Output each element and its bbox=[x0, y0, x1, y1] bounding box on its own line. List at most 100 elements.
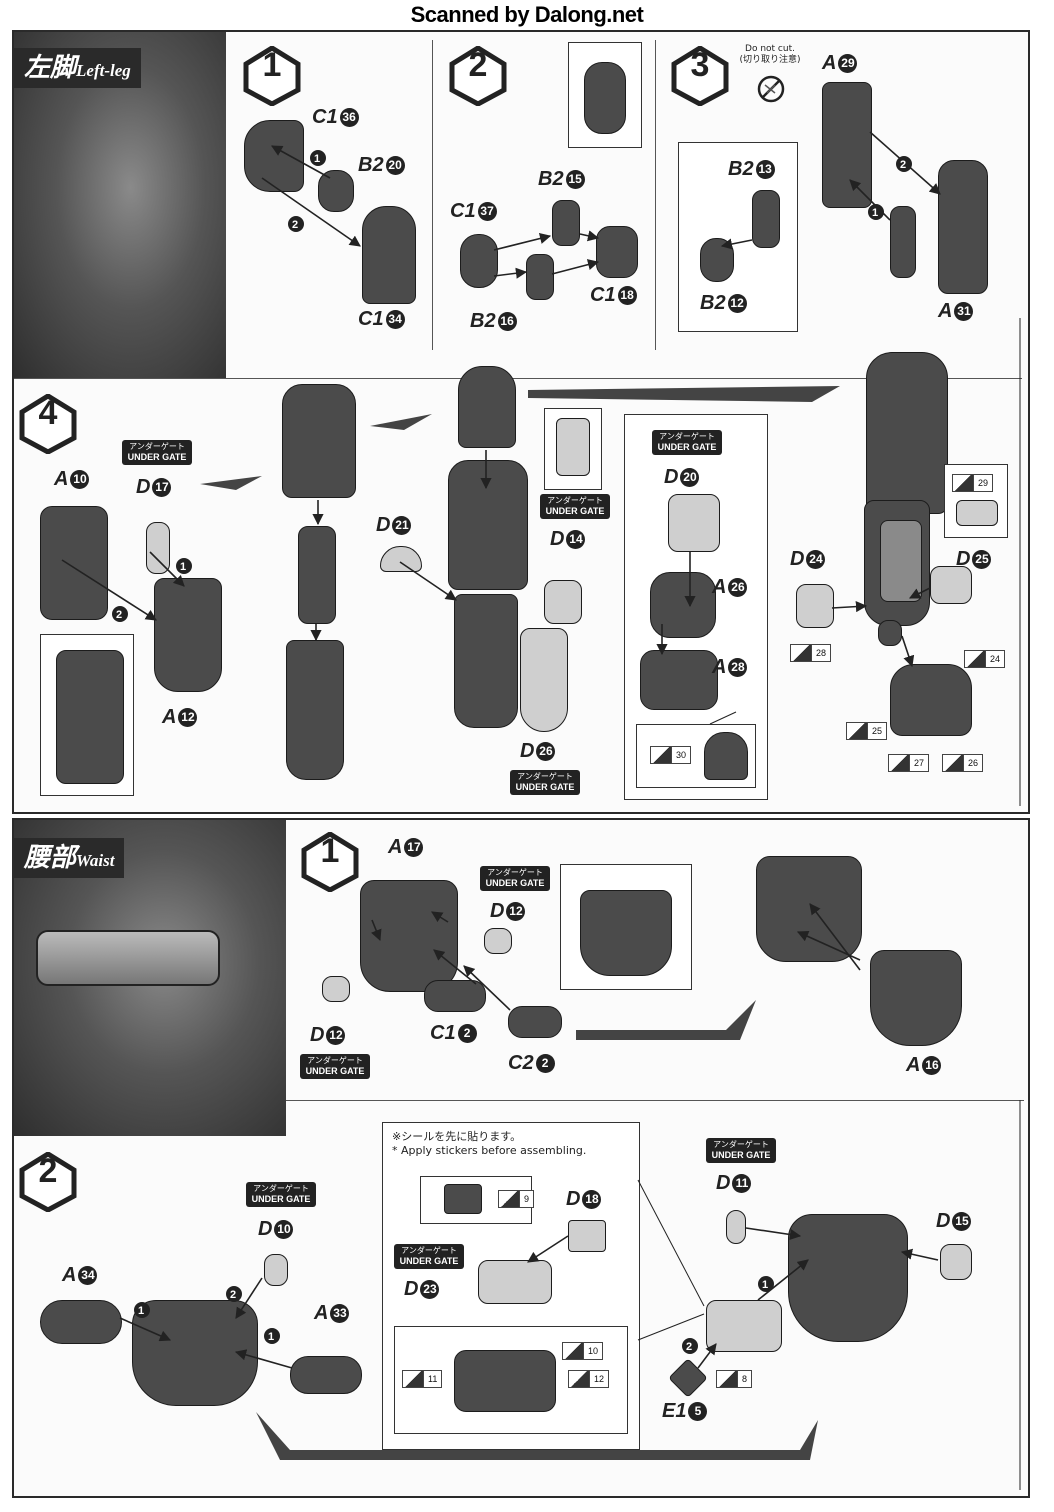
do-not-cut-jp: (切り取り注意) bbox=[739, 55, 801, 65]
part-d-11 bbox=[726, 1210, 746, 1244]
sticker-note: ※シールを先に貼ります。 * Apply stickers before ass… bbox=[392, 1130, 586, 1158]
step-number: 2 bbox=[468, 46, 488, 84]
part-a-10 bbox=[40, 506, 108, 620]
do-not-cut-note: Do not cut. (切り取り注意) bbox=[735, 44, 805, 66]
part-a-31 bbox=[938, 160, 988, 294]
left-leg-photo bbox=[14, 32, 226, 378]
buckle-detail bbox=[454, 1350, 556, 1412]
svg-text:1: 1 bbox=[180, 561, 186, 573]
detail-part bbox=[556, 418, 590, 476]
part-d-14 bbox=[544, 580, 582, 624]
part-d-25 bbox=[930, 566, 972, 604]
part-a-16 bbox=[870, 950, 962, 1046]
step-number: 2 bbox=[38, 1152, 58, 1190]
step-number: 3 bbox=[690, 46, 710, 84]
sticker-icon bbox=[953, 475, 974, 491]
sticker-icon bbox=[403, 1371, 424, 1387]
divider bbox=[286, 1100, 1024, 1101]
svg-text:2: 2 bbox=[292, 219, 298, 231]
waist-step-2-badge: 2 bbox=[18, 1151, 78, 1213]
sticker-tag: 24 bbox=[964, 650, 1006, 668]
part-a-12 bbox=[154, 578, 222, 692]
step-3-badge: 3 bbox=[670, 45, 730, 107]
part-b2-joint bbox=[890, 206, 916, 278]
step-number: 1 bbox=[262, 46, 282, 84]
part-a-33 bbox=[290, 1356, 362, 1394]
part-c1-2 bbox=[424, 980, 486, 1012]
part-d-12 bbox=[484, 928, 512, 954]
shin-assembly bbox=[454, 594, 518, 728]
detail-part bbox=[580, 890, 672, 976]
part-d-24 bbox=[796, 584, 834, 628]
part-b2-16 bbox=[526, 254, 554, 300]
part-d-18 bbox=[568, 1220, 606, 1252]
left-leg-title-jp: 左脚 bbox=[24, 53, 77, 82]
knee-joint bbox=[298, 526, 336, 624]
svg-text:1: 1 bbox=[314, 153, 320, 165]
part-b2-20 bbox=[318, 170, 354, 212]
svg-text:2: 2 bbox=[900, 159, 906, 171]
detail-part bbox=[956, 500, 998, 526]
upper-thigh bbox=[458, 366, 516, 448]
part-a-26 bbox=[650, 572, 716, 638]
part-c1-37 bbox=[460, 234, 498, 288]
part-d-26 bbox=[520, 628, 568, 732]
waist-assembled bbox=[788, 1214, 908, 1342]
part-d-12 bbox=[322, 976, 350, 1002]
sticker-tag: 27 bbox=[888, 754, 930, 772]
svg-text:2: 2 bbox=[116, 609, 122, 621]
part-d-17 bbox=[146, 522, 170, 574]
waist-title-jp: 腰部 bbox=[24, 843, 77, 872]
assembled-foot bbox=[890, 664, 972, 736]
svg-text:2: 2 bbox=[686, 1341, 692, 1353]
part-a-28 bbox=[640, 650, 718, 710]
step-number: 1 bbox=[320, 832, 340, 870]
belt-buckle-photo bbox=[36, 930, 220, 986]
scan-credit: Scanned by Dalong.net bbox=[410, 2, 644, 27]
sticker-icon bbox=[651, 747, 672, 763]
sticker-icon bbox=[499, 1191, 520, 1207]
part-d-10 bbox=[264, 1254, 288, 1286]
detail-part bbox=[584, 62, 626, 134]
part-a-34 bbox=[40, 1300, 122, 1344]
step-4-badge: 4 bbox=[18, 393, 78, 455]
shin-armor bbox=[880, 520, 922, 602]
sticker-tag: 12 bbox=[568, 1370, 610, 1388]
detail-part bbox=[56, 650, 124, 784]
step-1-badge: 1 bbox=[242, 45, 302, 107]
left-leg-title: 左脚Left-leg bbox=[14, 48, 141, 88]
part-d-23 bbox=[478, 1260, 552, 1304]
thigh-assembly bbox=[282, 384, 356, 498]
part-c1-34 bbox=[362, 206, 416, 304]
shin-core bbox=[286, 640, 344, 780]
